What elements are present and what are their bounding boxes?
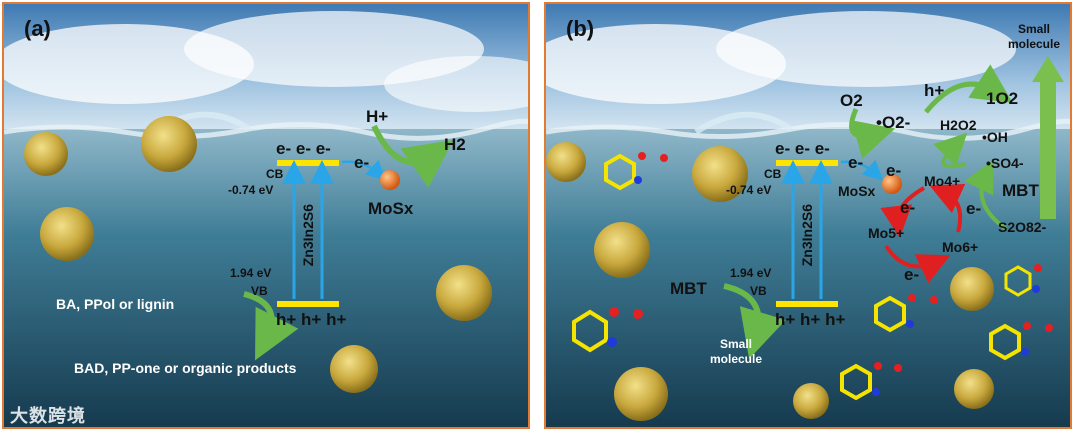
cb-label: CB xyxy=(266,168,283,180)
catalyst-particle xyxy=(141,116,197,172)
oxygen-label: O2 xyxy=(840,92,863,109)
panel-b: (b) e- e- e- CB -0.74 eV 1.94 eV VB h+ h… xyxy=(544,2,1072,429)
hole: h+ xyxy=(775,310,795,329)
singlet-oxygen-label: 1O2 xyxy=(986,90,1018,107)
catalyst-particle xyxy=(793,383,829,419)
hole: h+ xyxy=(825,310,845,329)
vb-energy: 1.94 eV xyxy=(730,267,771,279)
catalyst-particle xyxy=(950,267,994,311)
electron: e- xyxy=(775,139,790,158)
panel-label: (a) xyxy=(24,18,51,40)
mbt-label-left: MBT xyxy=(670,280,707,297)
vb-label: VB xyxy=(750,285,767,297)
electron-transfer: e- xyxy=(354,154,369,171)
h2o2-label: H2O2 xyxy=(940,118,977,132)
electron-transfer: e- xyxy=(848,154,863,171)
cocatalyst-label: MoSx xyxy=(368,200,413,217)
cb-electrons: e- e- e- xyxy=(775,140,830,157)
electron-transfer: e- xyxy=(886,162,901,179)
cloud xyxy=(716,11,1016,87)
substrate-label: BA, PPol or lignin xyxy=(56,297,174,311)
conduction-band xyxy=(776,160,838,166)
cycle-electron: e- xyxy=(900,199,915,216)
vb-holes: h+ h+ h+ xyxy=(276,311,346,328)
degradation-arrow-shaft xyxy=(1040,79,1056,219)
electron: e- xyxy=(795,139,810,158)
mo6-label: Mo6+ xyxy=(942,240,978,254)
mosx-particle xyxy=(380,170,400,190)
catalyst-particle xyxy=(546,142,586,182)
mbt-label-right: MBT xyxy=(1002,182,1039,199)
vb-energy: 1.94 eV xyxy=(230,267,271,279)
cb-electrons: e- e- e- xyxy=(276,140,331,157)
catalyst-particle xyxy=(40,207,94,261)
conduction-band xyxy=(277,160,339,166)
small-molecule-bottom: Small molecule xyxy=(701,337,771,367)
catalyst-particle xyxy=(436,265,492,321)
cocatalyst-label: MoSx xyxy=(838,184,875,198)
hole: h+ xyxy=(326,310,346,329)
electron: e- xyxy=(276,139,291,158)
panel-a: (a) e- e- e- CB -0.74 eV 1.94 eV VB h+ h… xyxy=(2,2,530,429)
catalyst-particle xyxy=(24,132,68,176)
electron: e- xyxy=(815,139,830,158)
persulfate-label: S2O82- xyxy=(998,220,1046,234)
cycle-electron: e- xyxy=(904,266,919,283)
catalyst-particle xyxy=(594,222,650,278)
electron: e- xyxy=(316,139,331,158)
product-label: BAD, PP-one or organic products xyxy=(74,359,324,377)
superoxide-label: •O2- xyxy=(876,114,910,131)
catalyst-label: Zn3In2S6 xyxy=(800,204,814,266)
panel-label: (b) xyxy=(566,18,594,40)
valence-band xyxy=(776,301,838,307)
vb-label: VB xyxy=(251,285,268,297)
mo4-label: Mo4+ xyxy=(924,174,960,188)
hole: h+ xyxy=(276,310,296,329)
electron: e- xyxy=(296,139,311,158)
hole-label: h+ xyxy=(924,82,944,99)
catalyst-label: Zn3In2S6 xyxy=(301,204,315,266)
valence-band xyxy=(277,301,339,307)
catalyst-particle xyxy=(330,345,378,393)
mo5-label: Mo5+ xyxy=(868,226,904,240)
vb-holes: h+ h+ h+ xyxy=(775,311,845,328)
hole: h+ xyxy=(800,310,820,329)
watermark: 大数跨境 xyxy=(10,402,86,428)
hole: h+ xyxy=(301,310,321,329)
sulfate-radical-label: •SO4- xyxy=(986,156,1024,170)
cb-energy: -0.74 eV xyxy=(726,184,771,196)
hydroxyl-label: •OH xyxy=(982,130,1008,144)
hydrogen-label: H2 xyxy=(444,136,466,153)
cb-energy: -0.74 eV xyxy=(228,184,273,196)
cycle-electron: e- xyxy=(966,200,981,217)
cb-label: CB xyxy=(764,168,781,180)
catalyst-particle xyxy=(954,369,994,409)
small-molecule-top: Small molecule xyxy=(1004,22,1064,52)
proton-label: H+ xyxy=(366,108,388,125)
catalyst-particle xyxy=(614,367,668,421)
